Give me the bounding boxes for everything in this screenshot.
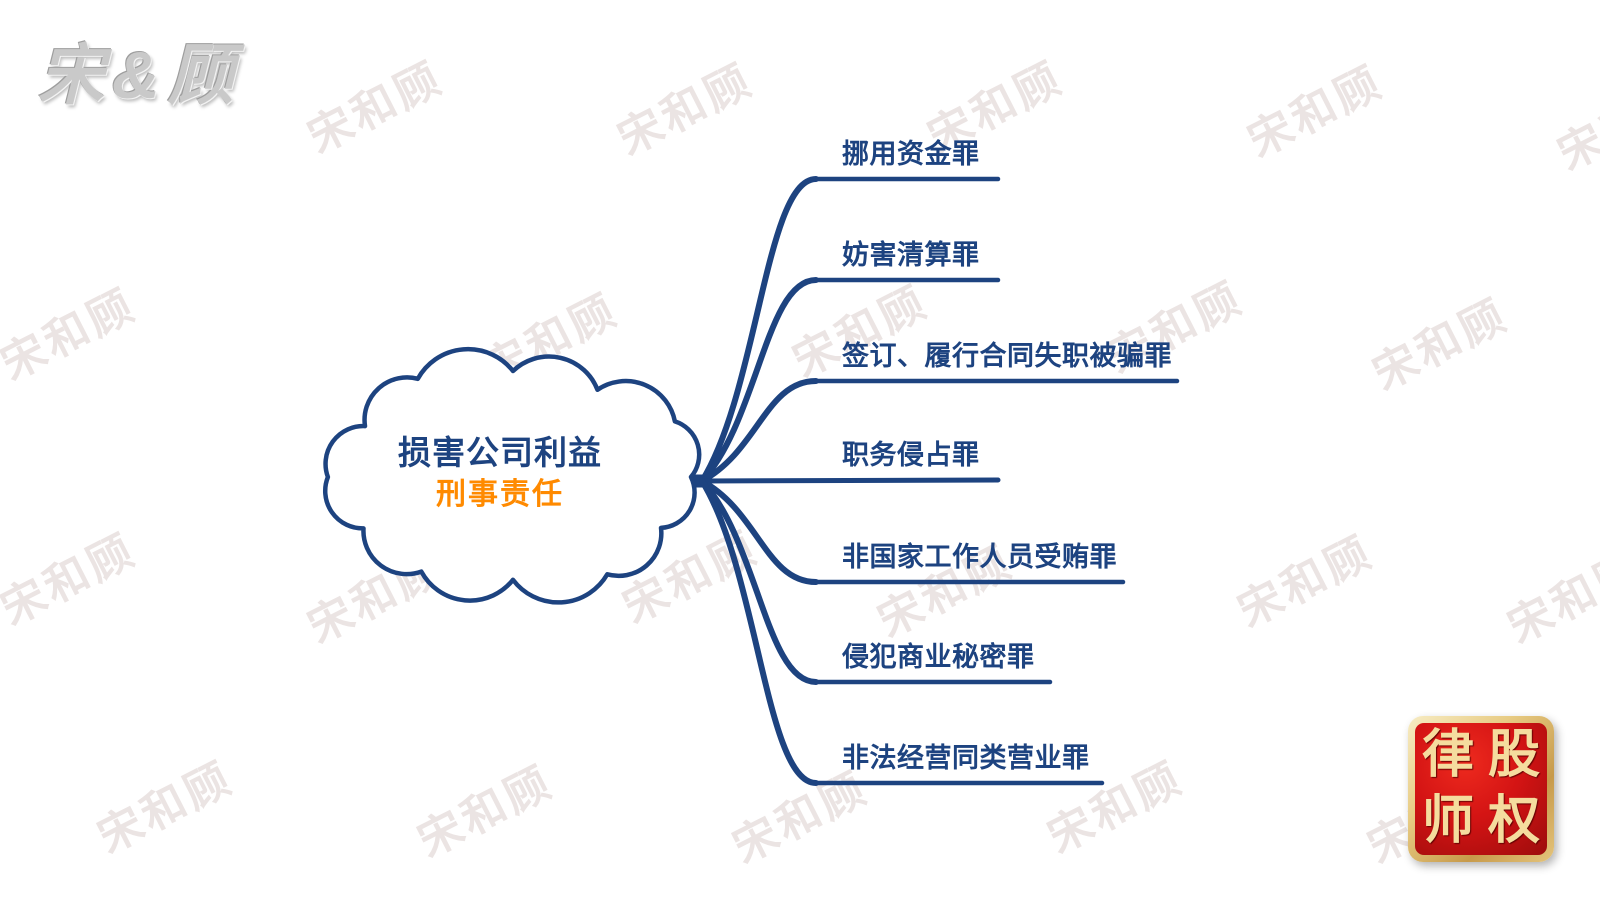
branch-label-non-state-employee-bribery[interactable]: 非国家工作人员受贿罪 bbox=[842, 542, 1117, 572]
root-cloud-shape bbox=[322, 346, 702, 605]
seal-char-gu: 股 bbox=[1487, 727, 1540, 784]
branch-label-contract-dereliction-fraud[interactable]: 签订、履行合同失职被骗罪 bbox=[842, 341, 1172, 371]
branch-lines bbox=[673, 176, 1180, 786]
brand-logo: 宋&顾 bbox=[38, 38, 242, 112]
branch-label-trade-secret-infringement[interactable]: 侵犯商业秘密罪 bbox=[842, 642, 1035, 672]
seal-char-shi: 师 bbox=[1421, 793, 1474, 850]
root-node-title: 损害公司利益 bbox=[398, 434, 602, 471]
branch-connector-line bbox=[699, 477, 1001, 484]
seal-face: 律 股 师 权 bbox=[1415, 723, 1547, 855]
seal-char-quan: 权 bbox=[1487, 793, 1540, 850]
branch-connector-line bbox=[699, 478, 819, 786]
root-node[interactable]: 损害公司利益 刑事责任 bbox=[328, 436, 672, 510]
branch-connector-line bbox=[699, 378, 819, 484]
seal-char-lv: 律 bbox=[1421, 727, 1474, 784]
branch-label-obstructing-liquidation[interactable]: 妨害清算罪 bbox=[842, 240, 980, 270]
root-node-subtitle: 刑事责任 bbox=[436, 478, 564, 511]
branch-connector-line bbox=[699, 478, 819, 585]
branch-connector-line bbox=[699, 277, 819, 484]
branch-label-duty-encroachment[interactable]: 职务侵占罪 bbox=[842, 440, 980, 470]
branch-connector-line bbox=[699, 176, 819, 484]
branch-connector-line bbox=[699, 478, 819, 685]
branch-label-illegal-similar-business[interactable]: 非法经营同类营业罪 bbox=[842, 743, 1090, 773]
branch-label-misappropriation-of-funds[interactable]: 挪用资金罪 bbox=[842, 139, 980, 169]
lawyer-equity-seal: 律 股 师 权 bbox=[1408, 716, 1554, 862]
